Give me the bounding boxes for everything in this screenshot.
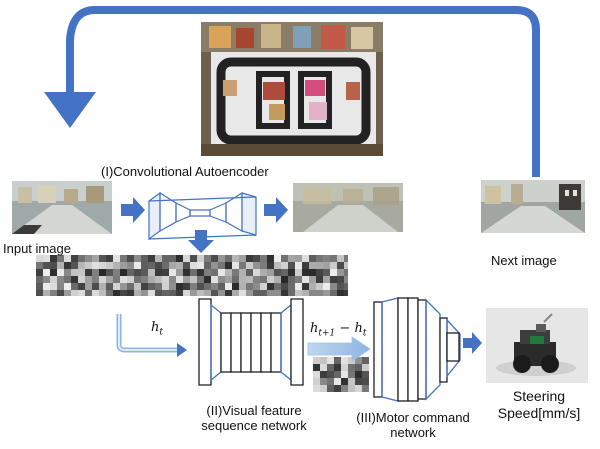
arrow-encoder-down bbox=[188, 230, 214, 253]
next-image-photo bbox=[481, 180, 585, 233]
label-input-image: Input image bbox=[3, 241, 71, 256]
reconstructed-image-photo bbox=[293, 183, 403, 232]
label-output-speed: Speed[mm/s] bbox=[497, 405, 581, 421]
difference-feature-patch bbox=[313, 357, 369, 392]
label-next-image: Next image bbox=[491, 253, 557, 268]
label-motor-network-line2: network bbox=[390, 425, 436, 440]
robot-photo bbox=[486, 308, 588, 383]
feedback-loop-arrow bbox=[66, 6, 540, 177]
input-image-photo bbox=[12, 181, 112, 234]
label-visual-network-line2: sequence network bbox=[201, 418, 307, 433]
motor-command-network bbox=[373, 297, 461, 402]
label-conv-autoencoder: (I)Convolutional Autoencoder bbox=[101, 164, 269, 179]
label-output-steering: Steering bbox=[512, 388, 566, 404]
math-h-diff: ht+1 − ht bbox=[310, 321, 367, 339]
feedback-loop-arrowhead bbox=[44, 92, 96, 128]
latent-feature-strip bbox=[36, 255, 348, 296]
overview-photo bbox=[201, 22, 383, 156]
arrow-to-robot bbox=[463, 332, 482, 354]
label-output: Steering Speed[mm/s] bbox=[487, 388, 591, 422]
label-motor-network: (III)Motor command network bbox=[353, 410, 473, 440]
ht-feed-arrow bbox=[116, 314, 178, 353]
math-h-t: ht bbox=[151, 320, 163, 338]
autoencoder-shape bbox=[148, 191, 257, 241]
diff-arrow bbox=[307, 336, 371, 362]
visual-sequence-network bbox=[198, 298, 304, 386]
label-motor-network-line1: (III)Motor command bbox=[356, 410, 470, 425]
label-visual-network-line1: (II)Visual feature bbox=[206, 403, 302, 418]
label-visual-network: (II)Visual feature sequence network bbox=[190, 403, 318, 433]
arrow-input-to-encoder bbox=[121, 197, 145, 223]
arrow-encoder-to-output bbox=[264, 197, 288, 223]
